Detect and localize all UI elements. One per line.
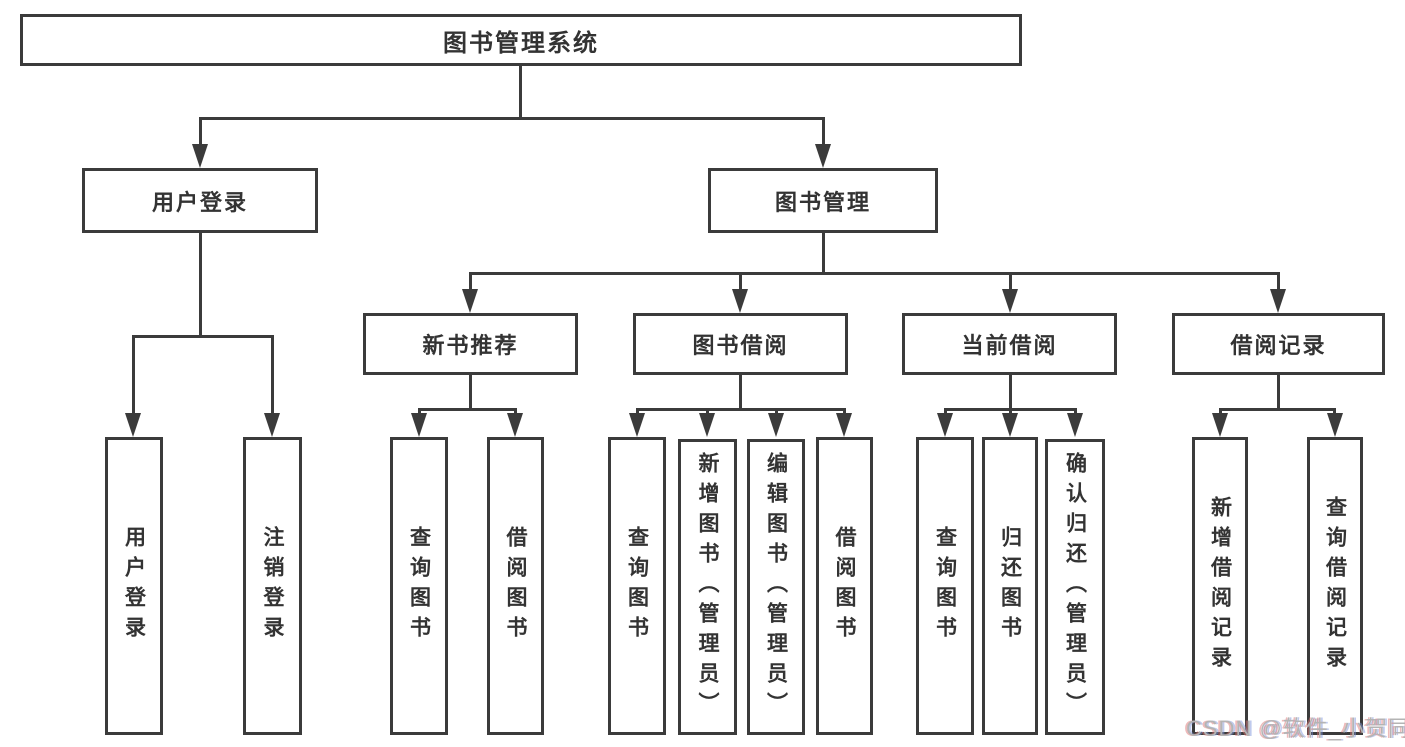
connector-line bbox=[822, 233, 825, 274]
arrowhead-icon bbox=[732, 289, 748, 313]
connector-line bbox=[469, 272, 472, 292]
csdn-watermark: CSDN @软件_小贺同学 bbox=[1186, 716, 1405, 741]
connector-line bbox=[132, 335, 273, 338]
connector-line bbox=[1219, 408, 1336, 411]
leaf-current-confirm-return-admin: 确认归还（管理员） bbox=[1045, 439, 1105, 735]
arrowhead-icon bbox=[1002, 289, 1018, 313]
arrowhead-icon bbox=[1212, 413, 1228, 437]
connector-line bbox=[1009, 375, 1012, 410]
leaf-borrowing-add-books-admin: 新增图书（管理员） bbox=[678, 439, 737, 735]
arrowhead-icon bbox=[699, 413, 715, 437]
arrowhead-icon bbox=[1002, 413, 1018, 437]
leaf-borrowing-query-books: 查询图书 bbox=[608, 437, 666, 735]
connector-line bbox=[418, 408, 516, 411]
connector-line bbox=[1074, 408, 1077, 416]
leaf-logout: 注销登录 bbox=[243, 437, 302, 735]
connector-line bbox=[469, 375, 472, 410]
connector-line bbox=[1277, 272, 1280, 292]
connector-line bbox=[706, 408, 709, 416]
node-book-borrowing: 图书借阅 bbox=[633, 313, 848, 375]
arrowhead-icon bbox=[507, 413, 523, 437]
connector-line bbox=[418, 408, 421, 416]
arrowhead-icon bbox=[264, 413, 280, 437]
arrowhead-icon bbox=[192, 144, 208, 168]
connector-line bbox=[822, 117, 825, 147]
connector-line bbox=[636, 408, 639, 416]
connector-line bbox=[514, 408, 517, 416]
arrowhead-icon bbox=[836, 413, 852, 437]
connector-line bbox=[519, 66, 522, 119]
connector-line bbox=[843, 408, 846, 416]
connector-line bbox=[1277, 375, 1280, 410]
leaf-recommend-query-books: 查询图书 bbox=[390, 437, 448, 735]
node-new-book-recommendation: 新书推荐 bbox=[363, 313, 578, 375]
arrowhead-icon bbox=[1327, 413, 1343, 437]
arrowhead-icon bbox=[937, 413, 953, 437]
connector-line bbox=[199, 117, 202, 147]
arrowhead-icon bbox=[411, 413, 427, 437]
connector-line bbox=[1009, 408, 1012, 416]
arrowhead-icon bbox=[629, 413, 645, 437]
leaf-records-query-record: 查询借阅记录 bbox=[1307, 437, 1363, 735]
connector-line bbox=[132, 335, 135, 415]
leaf-recommend-borrow-books: 借阅图书 bbox=[487, 437, 544, 735]
connector-line bbox=[1333, 408, 1336, 416]
connector-line bbox=[469, 272, 1279, 275]
leaf-current-return-books: 归还图书 bbox=[982, 437, 1038, 735]
leaf-borrowing-edit-books-admin: 编辑图书（管理员） bbox=[747, 439, 805, 735]
arrowhead-icon bbox=[125, 413, 141, 437]
arrowhead-icon bbox=[815, 144, 831, 168]
node-user-login: 用户登录 bbox=[82, 168, 318, 233]
arrowhead-icon bbox=[1270, 289, 1286, 313]
connector-line bbox=[1009, 272, 1012, 292]
leaf-borrowing-borrow-books: 借阅图书 bbox=[816, 437, 873, 735]
node-borrowing-records: 借阅记录 bbox=[1172, 313, 1385, 375]
connector-line bbox=[739, 272, 742, 292]
node-book-management: 图书管理 bbox=[708, 168, 938, 233]
connector-line bbox=[199, 233, 202, 337]
node-root: 图书管理系统 bbox=[20, 14, 1022, 66]
connector-line bbox=[739, 375, 742, 410]
leaf-current-query-books: 查询图书 bbox=[916, 437, 974, 735]
connector-line bbox=[1219, 408, 1222, 416]
connector-line bbox=[636, 408, 845, 411]
connector-line bbox=[775, 408, 778, 416]
leaf-records-add-record: 新增借阅记录 bbox=[1192, 437, 1248, 735]
connector-line bbox=[199, 117, 824, 120]
arrowhead-icon bbox=[1067, 413, 1083, 437]
connector-line bbox=[944, 408, 947, 416]
arrowhead-icon bbox=[462, 289, 478, 313]
arrowhead-icon bbox=[768, 413, 784, 437]
leaf-user-login: 用户登录 bbox=[105, 437, 163, 735]
node-current-borrowing: 当前借阅 bbox=[902, 313, 1117, 375]
connector-line bbox=[271, 335, 274, 415]
